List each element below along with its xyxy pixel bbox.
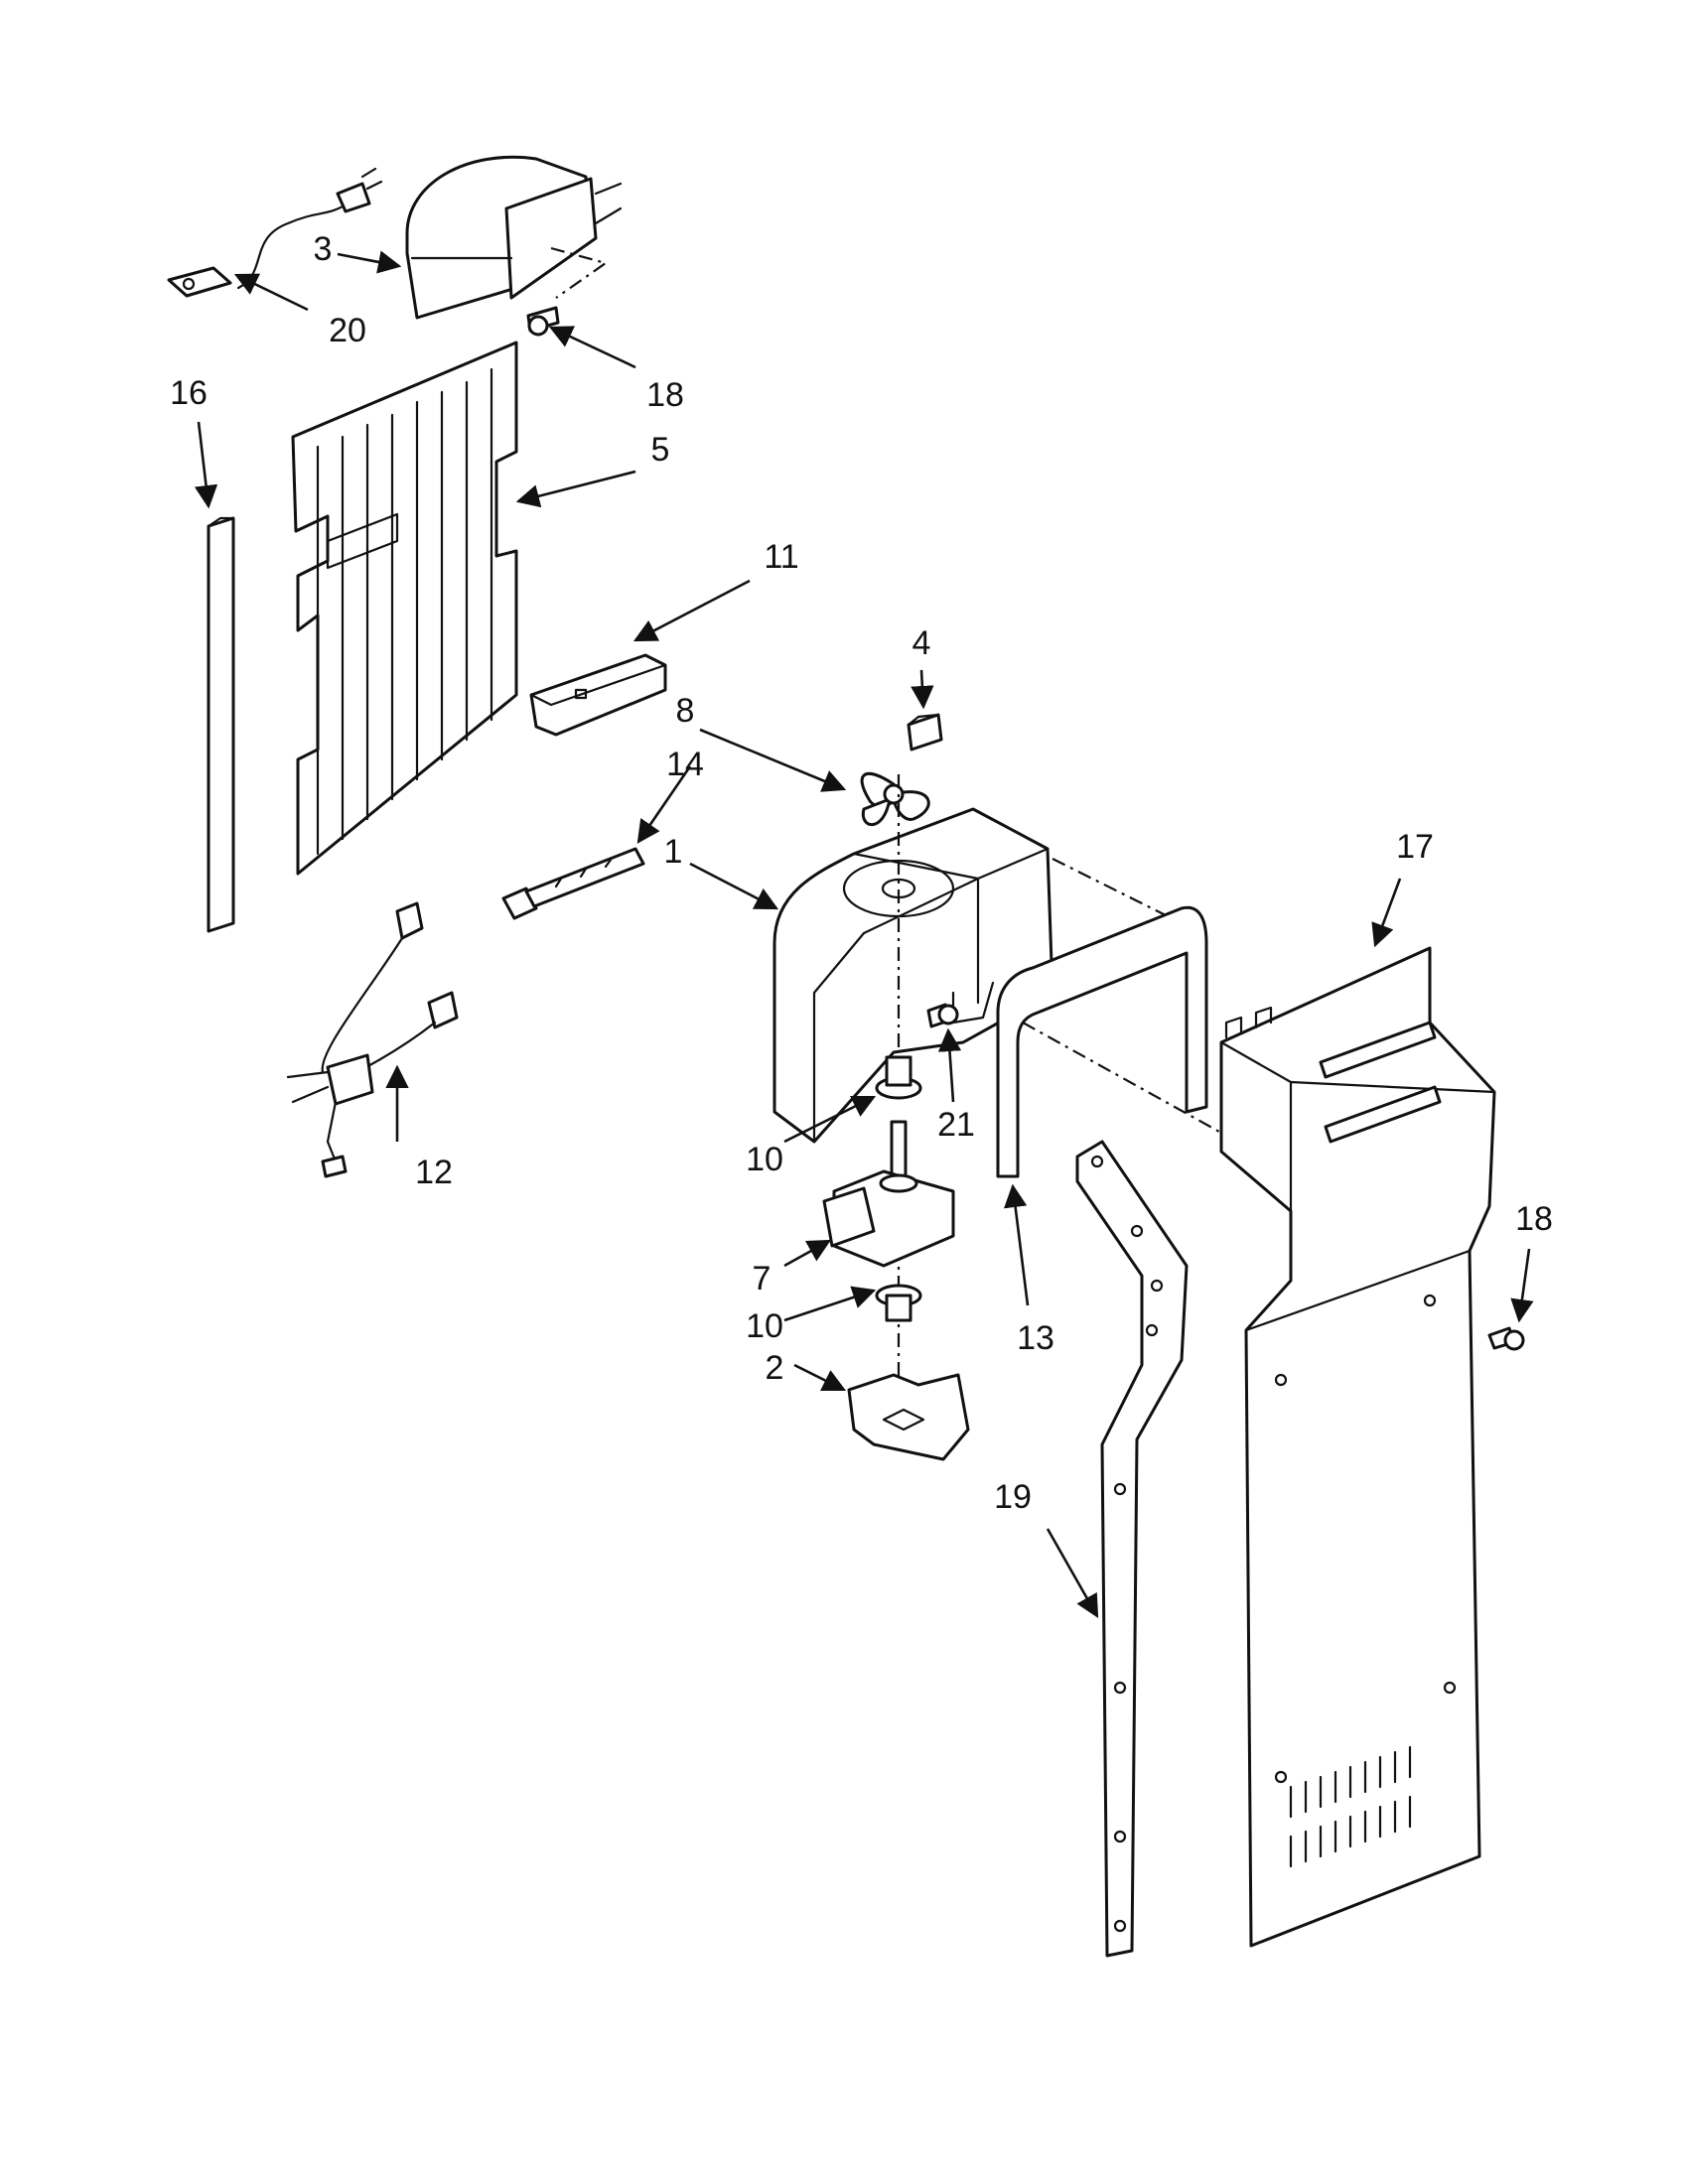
callout-10-lower: 10: [746, 1307, 783, 1345]
motor-bracket-part-2: [847, 1373, 970, 1461]
seal-strip-part-16: [207, 516, 235, 933]
cable-tie-part-14: [501, 847, 645, 920]
callout-12: 12: [415, 1154, 453, 1191]
evaporator-coil-part-5: [291, 341, 518, 876]
rear-duct-cover-part-17: [1219, 946, 1496, 1948]
callout-18-right: 18: [1515, 1200, 1553, 1238]
callout-2: 2: [766, 1349, 784, 1387]
screw-part-18-right: [1487, 1326, 1525, 1351]
callout-7: 7: [753, 1260, 772, 1297]
callout-20: 20: [329, 312, 366, 349]
callout-14: 14: [666, 746, 704, 783]
callout-3: 3: [314, 230, 333, 268]
callout-4: 4: [912, 624, 931, 662]
bracket-part-11: [529, 653, 667, 737]
fan-shroud-part-1: [772, 807, 1193, 1144]
callout-19: 19: [994, 1478, 1032, 1516]
vent-slots: [1289, 1745, 1412, 1868]
callout-17: 17: [1396, 828, 1434, 866]
wire-harness-part-12: [286, 901, 459, 1178]
callout-13: 13: [1017, 1319, 1054, 1357]
support-rail-part-19: [1075, 1140, 1189, 1958]
callout-8: 8: [676, 692, 695, 730]
callout-labels: 3 20 18 16 5 11 4 8 14 1 17 21 10 12 7 1…: [170, 230, 1553, 1516]
fan-blade-part-8: [860, 771, 930, 827]
grommet-part-10-lower: [875, 1284, 922, 1322]
grommet-part-10-upper: [875, 1055, 922, 1100]
screw-part-21: [926, 1003, 959, 1028]
screw-part-18-top: [526, 306, 560, 337]
fan-motor-part-7: [822, 1120, 955, 1268]
callout-21: 21: [937, 1106, 975, 1144]
clip-part-4: [907, 713, 943, 751]
callout-11: 11: [764, 538, 798, 576]
callout-16: 16: [170, 374, 208, 412]
callout-18-top: 18: [646, 376, 684, 414]
duct-cover-part-3: [405, 155, 623, 320]
gasket-part-13: [996, 905, 1292, 1178]
callout-5: 5: [651, 431, 670, 469]
callout-10-upper: 10: [746, 1141, 783, 1178]
power-cord-part-20: [167, 167, 383, 298]
callout-1: 1: [664, 833, 683, 871]
leader-lines: [194, 250, 1534, 1619]
